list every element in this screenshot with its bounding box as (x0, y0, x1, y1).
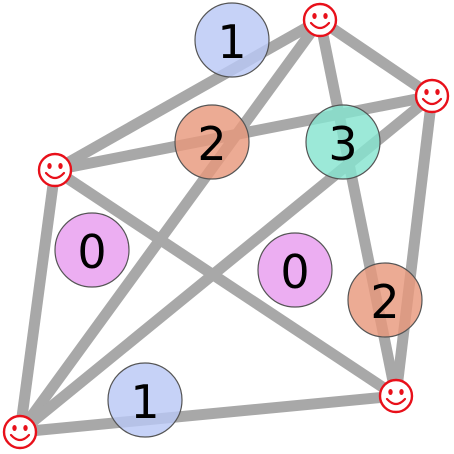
edge-n-top-n-right[interactable] (316, 15, 436, 101)
edge-n-top-n-bottom-left[interactable] (15, 16, 325, 436)
face-count-label: 0 (77, 225, 106, 279)
face-circle-fill (257, 232, 333, 308)
face-circle-fill (194, 2, 270, 78)
face-circle-fill (347, 262, 423, 338)
edge-n-top-n-left[interactable] (52, 15, 323, 175)
edge-n-bottom-left-n-bottom-right[interactable] (19, 390, 397, 438)
nodes-layer (2, 2, 450, 450)
smiley-face-icon[interactable] (37, 152, 73, 188)
face-count-circle: 1 (107, 362, 183, 438)
face-count-circle: 1 (194, 2, 270, 78)
faces-layer: 1 2 3 0 0 2 1 (54, 2, 423, 438)
edge-n-left-n-bottom-left[interactable] (14, 169, 61, 433)
smiley-face-icon[interactable] (2, 414, 38, 450)
face-count-circle: 3 (305, 104, 381, 180)
face-count-label: 0 (280, 245, 309, 299)
face-circle-fill (174, 104, 250, 180)
face-count-circle: 0 (257, 232, 333, 308)
face-count-label: 1 (130, 375, 159, 429)
face-circle-fill (107, 362, 183, 438)
face-count-label: 2 (197, 117, 226, 171)
smiley-face-icon[interactable] (414, 78, 450, 114)
edge-n-left-n-bottom-right[interactable] (51, 165, 400, 401)
face-count-label: 3 (328, 117, 357, 171)
face-count-circle: 2 (174, 104, 250, 180)
face-circle-fill (305, 104, 381, 180)
smiley-face-icon[interactable] (378, 378, 414, 414)
face-count-label: 2 (370, 275, 399, 329)
face-count-circle: 2 (347, 262, 423, 338)
face-count-circle: 0 (54, 212, 130, 288)
edge-n-top-n-bottom-right[interactable] (314, 18, 402, 398)
face-count-label: 1 (217, 15, 246, 69)
smiley-face-icon[interactable] (302, 2, 338, 38)
edge-n-right-n-bottom-right[interactable] (390, 95, 438, 397)
face-circle-fill (54, 212, 130, 288)
